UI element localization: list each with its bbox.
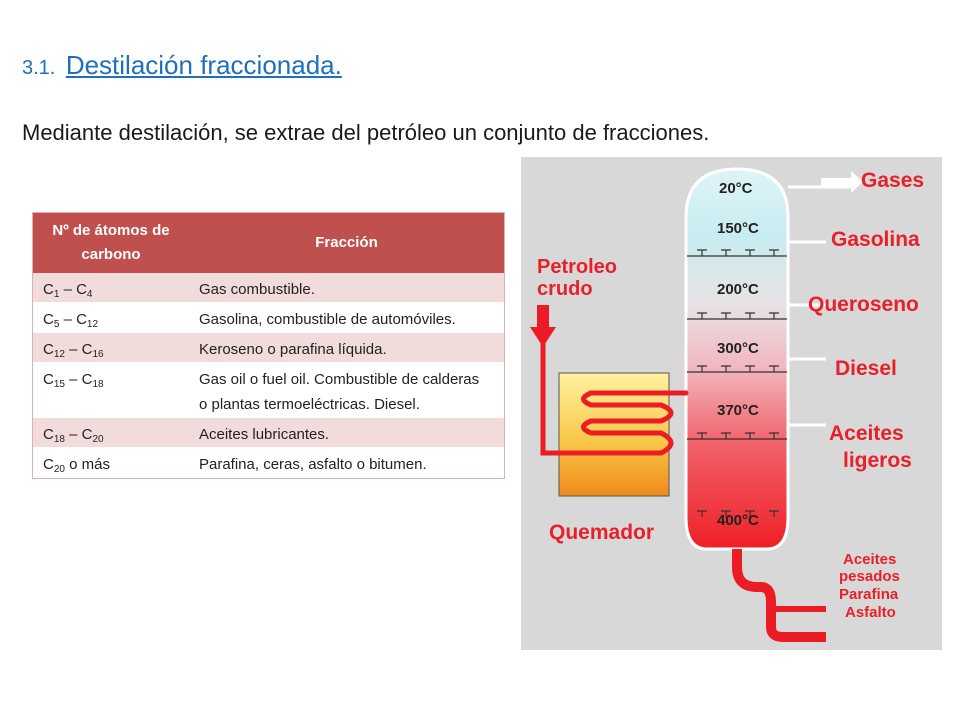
carbon-min: 1 [53, 289, 60, 300]
feed-pipe [540, 324, 689, 456]
label-aceites-pesados-1: Aceites [843, 551, 896, 568]
carbon-symbol: C [43, 456, 54, 473]
fraction-cell: Gasolina, combustible de automóviles. [189, 302, 504, 333]
carbon-symbol: C [43, 341, 54, 358]
bubble-cap [697, 510, 707, 517]
bubble-cap [721, 432, 731, 439]
carbon-symbol: C [43, 281, 54, 298]
label-aceites-ligeros-2: ligeros [843, 449, 912, 472]
carbon-min: 15 [53, 379, 65, 390]
feed-arrow [530, 305, 556, 347]
carbon-range-cell: C15 – C18 [33, 362, 189, 418]
bubble-cap [745, 312, 755, 319]
bubble-cap [745, 365, 755, 372]
range-dash: – C [64, 426, 93, 443]
temp-300: 300°C [717, 340, 759, 357]
label-queroseno: Queroseno [808, 293, 919, 316]
carbon-range-cell: C1 – C4 [33, 273, 189, 303]
bubble-cap [697, 365, 707, 372]
bottom-pipe [732, 549, 826, 642]
title-number: 3.1. [22, 57, 56, 79]
fraction-cell: Gas oil o fuel oil. Combustible de calde… [189, 362, 504, 418]
fraction-cell: Keroseno o parafina líquida. [189, 332, 504, 363]
header-fraction: Fracción [189, 213, 504, 273]
fraction-cell: Gas combustible. [189, 273, 504, 303]
range-dash: – C [64, 341, 93, 358]
bubble-cap [769, 312, 779, 319]
fraction-cell: Parafina, ceras, asfalto o bitumen. [189, 447, 504, 478]
label-asfalto: Asfalto [845, 604, 896, 621]
carbon-max: 20 [92, 434, 104, 445]
carbon-range-cell: C5 – C12 [33, 302, 189, 333]
bubble-cap [721, 312, 731, 319]
carbon-min: 12 [53, 349, 65, 360]
bubble-cap [769, 249, 779, 256]
slide-title: 3.1. Destilación fraccionada. [22, 50, 342, 81]
temp-400: 400°C [717, 512, 759, 529]
bubble-cap [697, 432, 707, 439]
carbon-min: 20 [53, 464, 65, 475]
carbon-range-cell: C20 o más [33, 447, 189, 478]
range-dash: – C [59, 281, 87, 298]
carbon-min: 5 [53, 319, 60, 330]
carbon-range-cell: C12 – C16 [33, 332, 189, 363]
bubble-cap [745, 249, 755, 256]
carbon-symbol: C [43, 426, 54, 443]
trays [687, 249, 787, 517]
bubble-cap [745, 432, 755, 439]
bubble-cap [721, 510, 731, 517]
product-outlets [788, 185, 851, 427]
label-aceites-pesados-2: pesados [839, 568, 900, 585]
carbon-range-cell: C18 – C20 [33, 417, 189, 448]
intro-text: Mediante destilación, se extrae del petr… [22, 120, 710, 145]
table-header-row: Nº de átomos de carbono Fracción [33, 213, 504, 273]
carbon-min: 18 [53, 434, 65, 445]
tower-body [684, 167, 790, 551]
label-gases: Gases [861, 169, 924, 192]
bubble-cap [769, 510, 779, 517]
temp-20: 20°C [719, 180, 753, 197]
range-suffix: o más [64, 456, 110, 473]
carbon-max: 4 [86, 289, 93, 300]
fractions-table: Nº de átomos de carbono Fracción C1 – C4… [33, 213, 504, 478]
label-aceites-ligeros-1: Aceites [829, 422, 904, 445]
temp-370: 370°C [717, 402, 759, 419]
temp-150: 150°C [717, 220, 759, 237]
temp-200: 200°C [717, 281, 759, 298]
bubble-cap [769, 432, 779, 439]
carbon-max: 16 [92, 349, 104, 360]
carbon-symbol: C [43, 311, 54, 328]
label-quemador: Quemador [549, 521, 654, 544]
label-diesel: Diesel [835, 357, 897, 380]
distillation-column-diagram: 20°C 150°C 200°C 300°C 370°C 400°C Gases… [521, 157, 942, 650]
bubble-cap [697, 312, 707, 319]
header-carbon-atoms: Nº de átomos de carbono [33, 213, 189, 273]
range-dash: – C [59, 311, 87, 328]
label-gasolina: Gasolina [831, 228, 920, 251]
product-arrows [821, 171, 863, 193]
bubble-cap [769, 365, 779, 372]
label-crudo: crudo [537, 278, 593, 300]
carbon-symbol: C [43, 371, 54, 388]
carbon-max: 18 [92, 379, 104, 390]
title-text: Destilación fraccionada. [65, 50, 342, 80]
bubble-cap [697, 249, 707, 256]
fraction-cell: Aceites lubricantes. [189, 417, 504, 448]
label-parafina: Parafina [839, 586, 899, 603]
bubble-cap [745, 510, 755, 517]
bubble-cap [721, 365, 731, 372]
range-dash: – C [64, 371, 93, 388]
label-petroleo: Petroleo [537, 256, 617, 278]
carbon-max: 12 [86, 319, 99, 330]
bubble-cap [721, 249, 731, 256]
